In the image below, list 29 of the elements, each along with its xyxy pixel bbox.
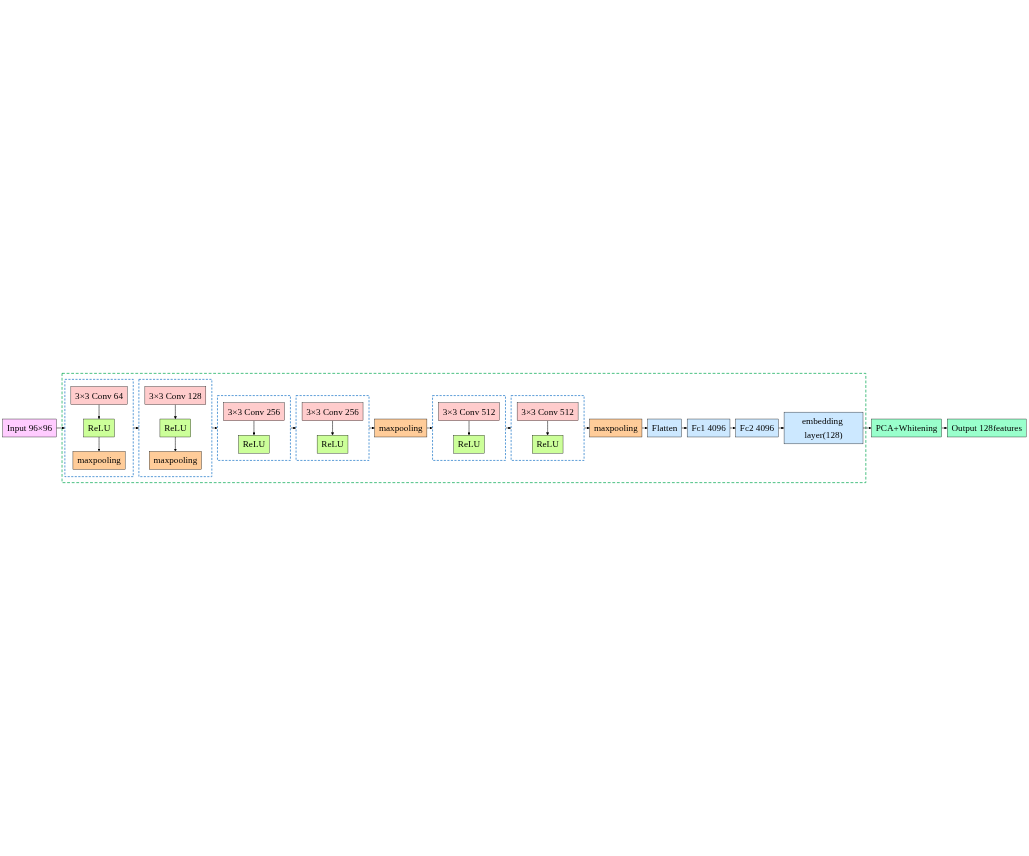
node-box: 3×3 Conv 512	[438, 402, 500, 421]
node-box: 3×3 Conv 64	[70, 386, 128, 405]
node-box: 3×3 Conv 512	[516, 402, 579, 421]
node-box: 3×3 Conv 128	[144, 386, 206, 405]
node-box: ReLU	[316, 435, 349, 454]
node-box: Flatten	[647, 418, 682, 438]
node-box: maxpooling	[589, 418, 643, 438]
node-box: ReLU	[532, 435, 564, 454]
node-box: ReLU	[83, 418, 115, 438]
node-box: 3×3 Conv 256	[301, 402, 364, 421]
node-box: Output 128features	[947, 418, 1027, 438]
node-box: maxpooling	[72, 451, 126, 470]
node-box: ReLU	[238, 435, 270, 454]
cluster	[295, 395, 370, 461]
node-box: ReLU	[453, 435, 485, 454]
node-box: 3×3 Conv 256	[223, 402, 285, 421]
node-box: Fc2 4096	[735, 418, 779, 438]
node-box: embedding layer(128)	[783, 411, 864, 445]
node-box: maxpooling	[374, 418, 428, 438]
node-box: ReLU	[159, 418, 191, 438]
node-box: PCA+Whitening	[871, 418, 942, 438]
cluster	[64, 379, 134, 477]
cluster	[510, 395, 585, 461]
cluster	[138, 379, 213, 477]
node-box: Input 96×96	[2, 418, 57, 438]
node-box: Fc1 4096	[686, 418, 731, 438]
cluster	[217, 395, 291, 461]
cluster	[432, 395, 506, 461]
node-box: maxpooling	[149, 451, 202, 470]
